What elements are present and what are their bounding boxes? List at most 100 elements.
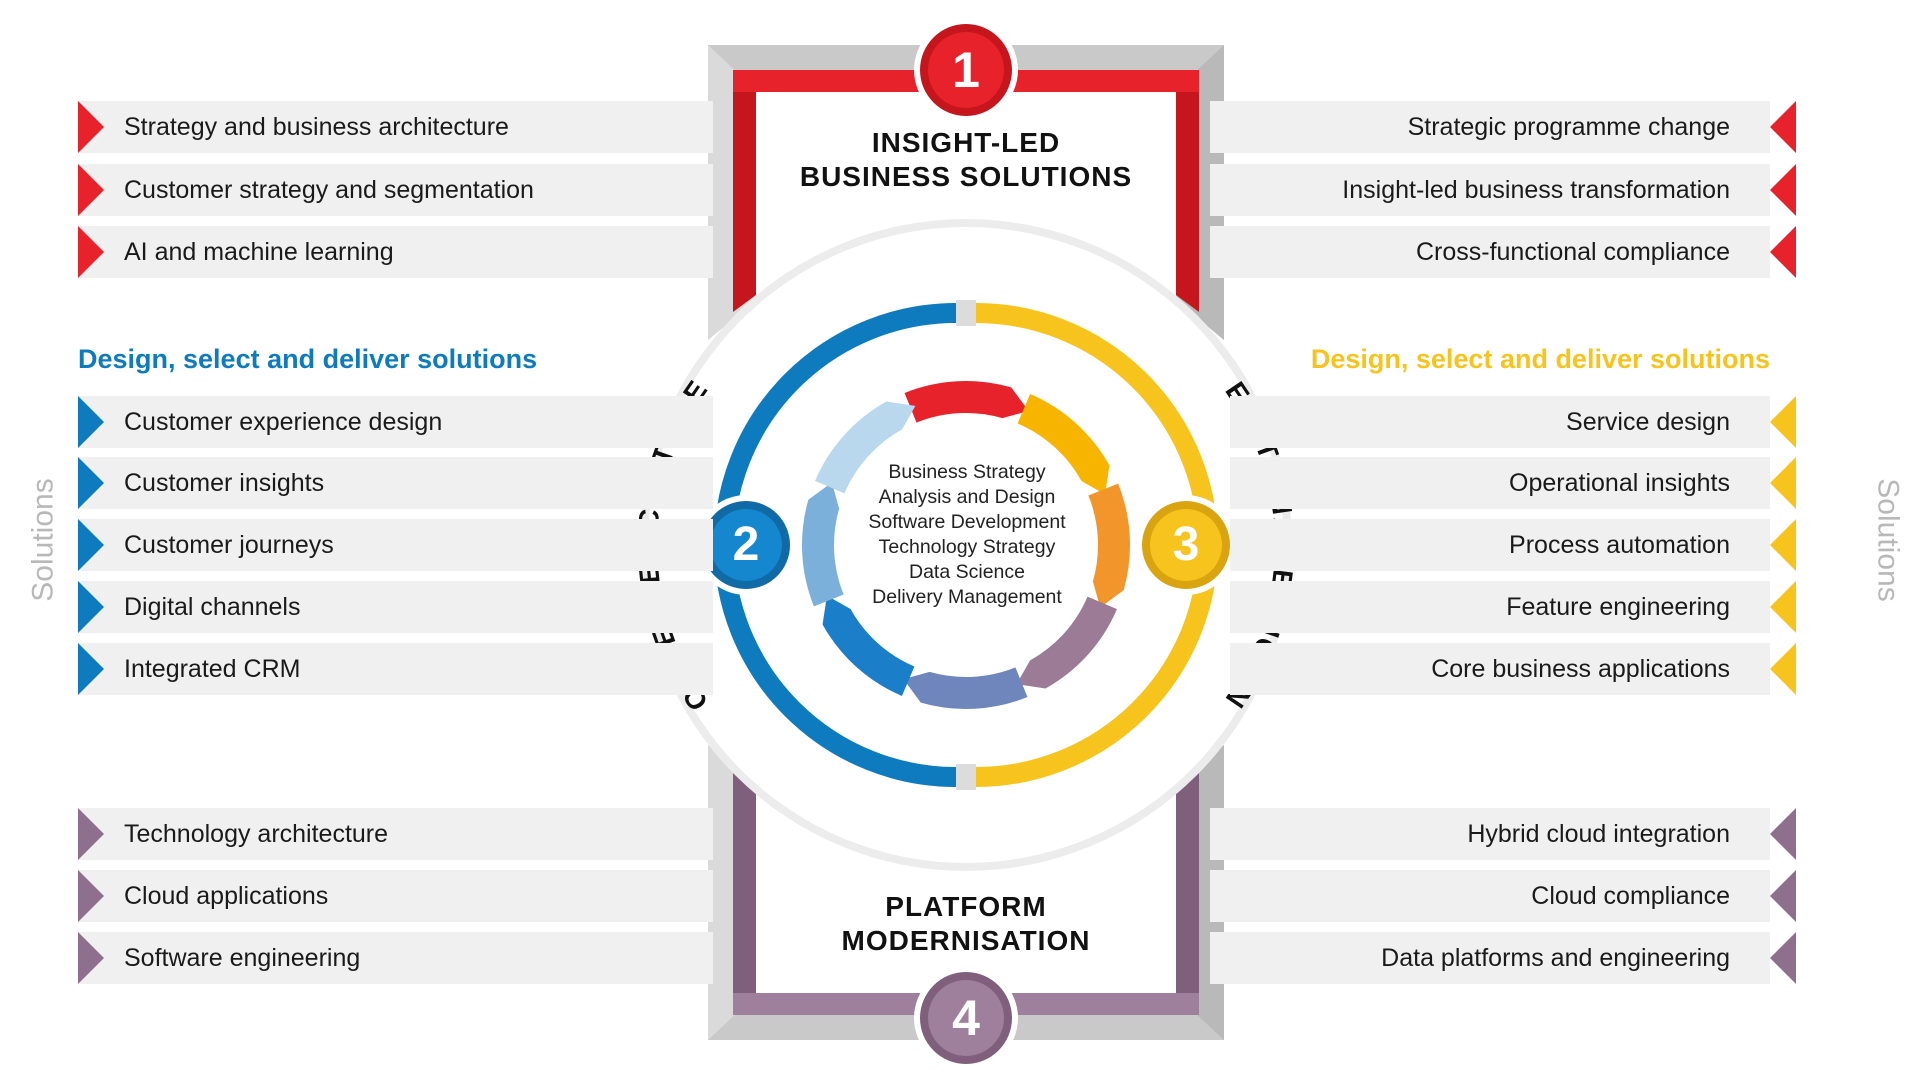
row-marker-icon	[78, 808, 104, 860]
row-label: Service design	[1566, 407, 1730, 436]
left-bottom-items-row: Software engineering	[78, 932, 713, 984]
row-label: Process automation	[1509, 530, 1730, 559]
center-item: Data Science	[909, 561, 1025, 583]
row-marker-icon	[78, 101, 104, 153]
row-label: Feature engineering	[1506, 592, 1730, 621]
left-side-label: Solutions	[26, 478, 60, 602]
row-marker-icon	[1770, 808, 1796, 860]
title-platform-line1: PLATFORM	[885, 891, 1047, 922]
row-marker-icon	[1770, 519, 1796, 571]
badge-4-inner	[928, 980, 1004, 1056]
title-platform-modernisation: PLATFORM MODERNISATION	[776, 890, 1156, 958]
ring-divider-top	[956, 300, 976, 326]
title-insight-led: INSIGHT-LED BUSINESS SOLUTIONS	[776, 126, 1156, 194]
row-label: Customer strategy and segmentation	[124, 175, 534, 204]
right-top-items-row: Strategic programme change	[1210, 101, 1796, 153]
center-item: Delivery Management	[872, 586, 1062, 608]
center-item: Business Strategy	[888, 461, 1046, 483]
row-marker-icon	[78, 870, 104, 922]
row-label: Insight-led business transformation	[1342, 175, 1730, 204]
row-marker-icon	[1770, 643, 1796, 695]
left-bottom-items-row: Technology architecture	[78, 808, 713, 860]
cycle-arrow-icon	[1017, 394, 1110, 495]
badge-1-inner	[928, 32, 1004, 108]
row-label: Hybrid cloud integration	[1467, 819, 1730, 848]
row-label: Operational insights	[1509, 468, 1730, 497]
row-marker-icon	[1770, 396, 1796, 448]
title-insight-led-line2: BUSINESS SOLUTIONS	[799, 161, 1133, 192]
left-middle-items-row: Customer journeys	[78, 519, 713, 571]
left-heading: Design, select and deliver solutions	[78, 344, 538, 374]
badge-1-number: 1	[952, 42, 980, 98]
row-label: Cloud applications	[124, 881, 329, 910]
center-disc	[648, 227, 1284, 863]
cycle-arrow-icon	[904, 380, 1029, 423]
row-label: Strategic programme change	[1407, 112, 1730, 141]
badge-3-number: 3	[1172, 518, 1200, 571]
center-item: Technology Strategy	[878, 536, 1056, 558]
row-marker-icon	[1770, 164, 1796, 216]
badge-2-inner	[710, 509, 782, 581]
cycle-arrow-icon	[903, 667, 1028, 709]
row-label: Core business applications	[1431, 654, 1730, 683]
row-marker-icon	[78, 643, 104, 695]
badge-4-number: 4	[952, 990, 980, 1046]
left-middle-items-row: Customer insights	[78, 457, 713, 509]
left-middle-items-row: Customer experience design	[78, 396, 713, 448]
cycle-arrow-icon	[822, 595, 915, 696]
row-label: Customer journeys	[124, 530, 334, 559]
right-bottom-items-row: Data platforms and engineering	[1210, 932, 1796, 984]
row-marker-icon	[78, 164, 104, 216]
cycle-arrows	[802, 380, 1130, 709]
left-top-items-row: AI and machine learning	[78, 226, 713, 278]
center-item: Analysis and Design	[878, 486, 1056, 508]
right-bottom-items-row: Hybrid cloud integration	[1210, 808, 1796, 860]
title-insight-led-line1: INSIGHT-LED	[871, 127, 1061, 158]
right-bottom-items-row: Cloud compliance	[1210, 870, 1796, 922]
row-marker-icon	[78, 581, 104, 633]
row-label: Data platforms and engineering	[1381, 943, 1730, 972]
left-middle-items-row: Digital channels	[78, 581, 713, 633]
row-marker-icon	[1770, 870, 1796, 922]
cycle-arrow-icon	[1088, 483, 1130, 608]
right-middle-items-row: Operational insights	[1230, 457, 1796, 509]
row-label: AI and machine learning	[124, 237, 394, 266]
row-label: Integrated CRM	[124, 654, 301, 683]
row-marker-icon	[78, 226, 104, 278]
right-middle-items-row: Service design	[1230, 396, 1796, 448]
left-bottom-items-row: Cloud applications	[78, 870, 713, 922]
right-side-label: Solutions	[1871, 478, 1905, 602]
row-label: Customer experience design	[124, 407, 443, 436]
row-label: Technology architecture	[124, 819, 389, 848]
cycle-arrow-icon	[802, 482, 844, 607]
row-label: Cross-functional compliance	[1415, 237, 1730, 266]
left-top-items-row: Customer strategy and segmentation	[78, 164, 713, 216]
row-marker-icon	[78, 932, 104, 984]
ring-divider-bottom	[956, 764, 976, 790]
row-label: Cloud compliance	[1531, 881, 1730, 910]
row-marker-icon	[1770, 932, 1796, 984]
cycle-arrow-icon	[1016, 596, 1117, 689]
badge-3-inner	[1150, 509, 1222, 581]
right-top-items-row: Cross-functional compliance	[1210, 226, 1796, 278]
row-marker-icon	[78, 519, 104, 571]
row-label: Strategy and business architecture	[124, 112, 509, 141]
row-label: Software engineering	[124, 943, 361, 972]
row-marker-icon	[1770, 457, 1796, 509]
row-label: Digital channels	[124, 592, 301, 621]
row-marker-icon	[78, 457, 104, 509]
left-top-items-row: Strategy and business architecture	[78, 101, 713, 153]
row-label: Customer insights	[124, 468, 325, 497]
title-platform-line2: MODERNISATION	[841, 925, 1091, 956]
row-marker-icon	[1770, 101, 1796, 153]
row-marker-icon	[1770, 581, 1796, 633]
center-item: Software Development	[868, 511, 1066, 533]
right-top-items-row: Insight-led business transformation	[1210, 164, 1796, 216]
right-heading: Design, select and deliver solutions	[1310, 344, 1770, 374]
row-marker-icon	[78, 396, 104, 448]
cycle-arrow-icon	[815, 401, 916, 494]
row-marker-icon	[1770, 226, 1796, 278]
right-middle-items-row: Feature engineering	[1230, 581, 1796, 633]
right-middle-items-row: Process automation	[1230, 519, 1796, 571]
